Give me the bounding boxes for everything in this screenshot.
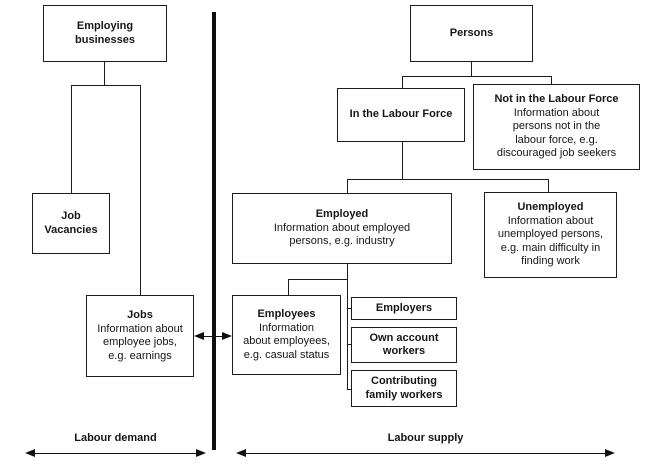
arrowhead-right-icon [222,332,232,340]
connector-stub-own-account [347,344,352,345]
connector-persons-down [471,62,472,77]
connector-to-not-in-labour-force [551,76,552,84]
arrowhead-right-icon [196,449,206,457]
connector-to-jobs [140,85,141,295]
connector-to-job-vacancies [71,85,72,193]
job-vacancies-box: Job Vacancies [32,193,110,254]
demand-supply-divider-line [212,12,216,450]
employees-box: Employees Information about employees, e… [232,295,341,375]
not-in-labour-force-box: Not in the Labour Force Information abou… [473,84,640,170]
employed-box: Employed Information about employed pers… [232,193,452,264]
connector-persons-branch-horizontal [402,76,552,77]
job-vacancies-title: Job Vacancies [44,210,98,236]
arrow-shaft [29,453,202,454]
own-account-workers-box: Own account workers [351,327,457,363]
employees-description: Information about employees, e.g. casual… [243,321,330,361]
labour-demand-label: Labour demand [74,432,157,444]
labour-supply-label: Labour supply [387,432,464,444]
connector-employees-branch-horizontal [288,279,348,280]
labour-supply-span-arrow [236,449,615,458]
connector-in-labour-force-down [402,142,403,180]
employers-title: Employers [375,301,433,314]
unemployed-title: Unemployed [517,201,584,214]
in-labour-force-title: In the Labour Force [349,108,453,121]
employees-title: Employees [257,308,316,320]
arrowhead-left-icon [25,449,35,457]
arrowhead-right-icon [605,449,615,457]
employing-businesses-title: Employing businesses [75,20,135,46]
contributing-family-workers-title: Contributing family workers [365,375,443,401]
connector-labour-force-branch-horizontal [347,179,549,180]
connector-employed-down [347,264,348,390]
arrowhead-left-icon [236,449,246,457]
connector-employing-businesses-down [104,62,105,86]
arrow-shaft [240,453,611,454]
jobs-description: Information about employee jobs, e.g. ea… [97,322,183,362]
employing-businesses-box: Employing businesses [43,5,167,62]
connector-to-employees [288,279,289,295]
employed-description: Information about employed persons, e.g.… [273,221,411,248]
connector-to-in-labour-force [402,76,403,88]
employers-box: Employers [351,297,457,320]
connector-to-employed [347,179,348,193]
employed-title: Employed [315,208,369,221]
unemployed-box: Unemployed Information about unemployed … [484,192,617,278]
connector-stub-contributing [347,389,352,390]
in-labour-force-box: In the Labour Force [337,88,465,142]
jobs-employees-link-arrow [194,332,232,341]
not-in-labour-force-title: Not in the Labour Force [494,93,619,106]
persons-title: Persons [449,26,494,39]
connector-to-unemployed [548,179,549,192]
connector-left-branch-horizontal [71,85,141,86]
arrowhead-left-icon [194,332,204,340]
connector-stub-employers [347,308,352,309]
arrow-shaft [198,336,228,337]
unemployed-description: Information about unemployed persons, e.… [497,214,604,268]
labour-demand-span-arrow [25,449,206,458]
persons-box: Persons [410,5,533,62]
own-account-workers-title: Own account workers [369,331,439,358]
not-in-labour-force-description: Information about persons not in the lab… [496,106,617,160]
jobs-box: Jobs Information about employee jobs, e.… [86,295,194,377]
jobs-title: Jobs [127,309,153,321]
contributing-family-workers-box: Contributing family workers [351,370,457,407]
